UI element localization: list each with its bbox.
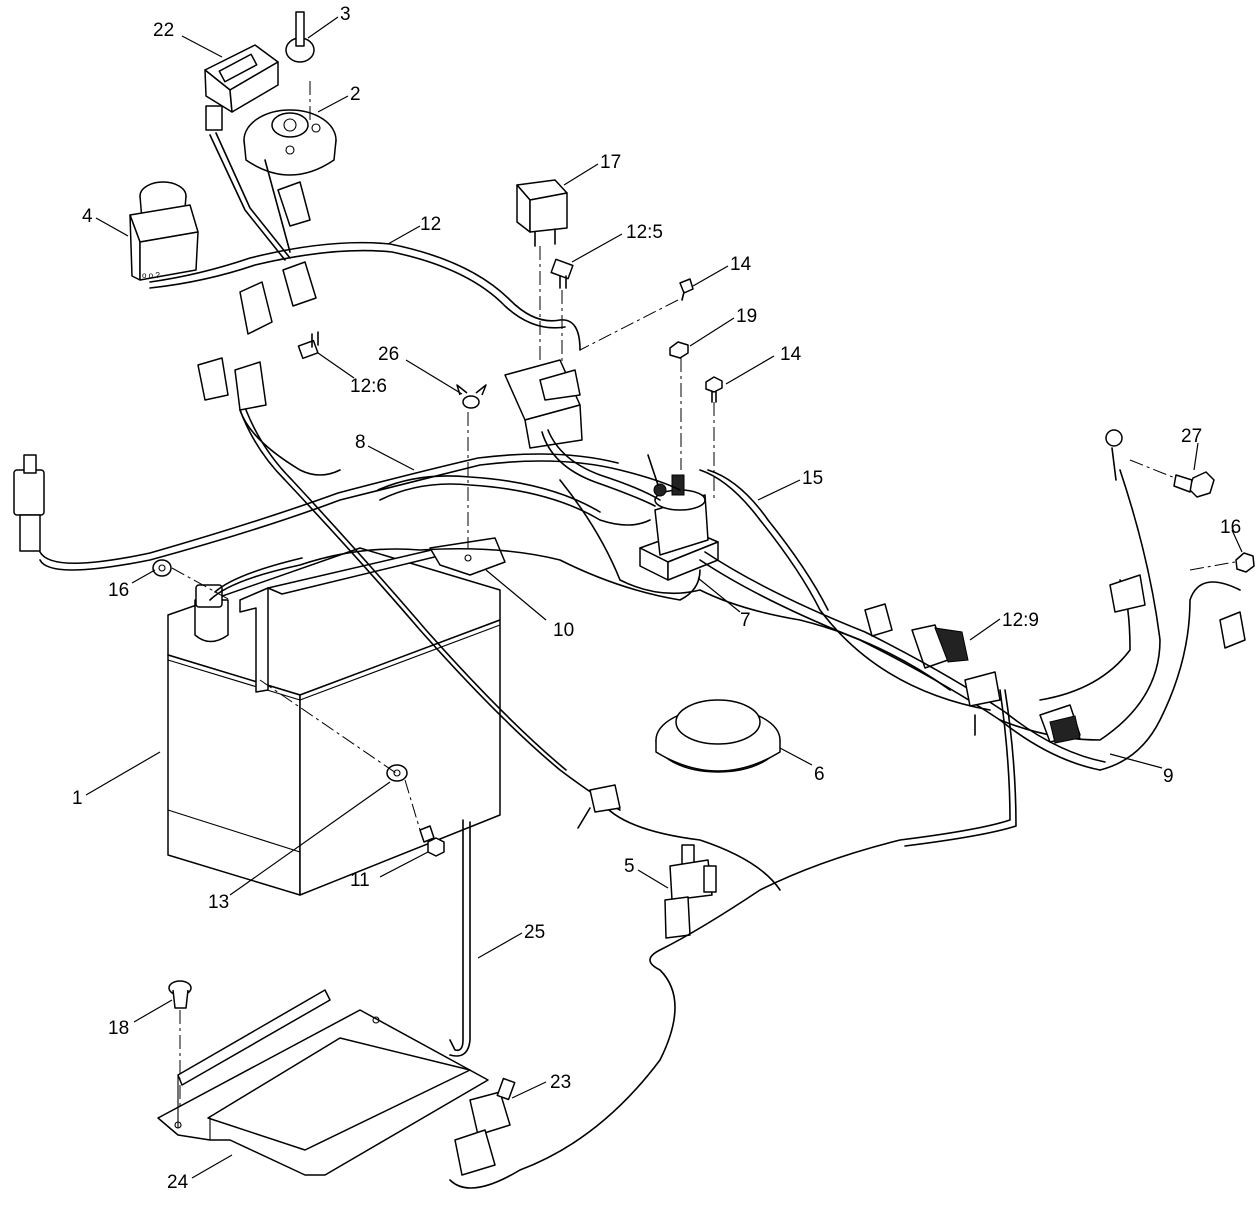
callout-7: 7 xyxy=(740,610,751,631)
callout-12: 12 xyxy=(420,214,441,235)
callout-5: 5 xyxy=(624,856,635,877)
callout-9: 9 xyxy=(1163,766,1174,787)
push-button-part-4: o o ? xyxy=(129,181,199,281)
callout-17: 17 xyxy=(600,152,621,173)
callout-18: 18 xyxy=(108,1018,129,1039)
bolt-part-14-top xyxy=(679,278,694,301)
callout-16-right: 16 xyxy=(1220,517,1241,538)
callout-26: 26 xyxy=(378,344,399,365)
callout-10: 10 xyxy=(553,620,574,641)
callout-14-lower: 14 xyxy=(780,344,802,365)
callout-4: 4 xyxy=(82,206,93,227)
alignment-lines xyxy=(171,80,1236,1110)
nut-part-19 xyxy=(669,341,689,359)
callout-24: 24 xyxy=(167,1172,189,1193)
fuse-part-12-6 xyxy=(297,331,319,360)
solenoid-part-7 xyxy=(639,454,719,581)
seat-switch-part-5 xyxy=(664,844,717,939)
washer-part-13 xyxy=(386,764,408,782)
leader-lines xyxy=(85,16,1243,1179)
switch-part-22 xyxy=(204,44,279,131)
main-harness-part-12 xyxy=(13,132,1246,1189)
callout-14-top: 14 xyxy=(730,254,752,275)
cap-part-6 xyxy=(655,699,781,773)
callout-12-5: 12:5 xyxy=(626,222,663,243)
fuse-part-12-5 xyxy=(550,258,574,289)
battery-tray-part-24 xyxy=(157,989,489,1176)
callout-13: 13 xyxy=(208,892,229,913)
battery-part-1 xyxy=(167,547,501,896)
callout-27: 27 xyxy=(1181,426,1202,447)
relay-part-17 xyxy=(516,179,568,247)
callout-labels: 22 3 2 17 4 12 12:5 14 19 14 26 12:6 8 2… xyxy=(72,4,1241,1193)
switch-part-23 xyxy=(454,1077,516,1176)
bolt-part-27 xyxy=(1173,471,1215,498)
rod-part-25 xyxy=(449,819,471,1057)
ignition-switch-part-2 xyxy=(243,109,337,176)
hold-down-bar-part-10 xyxy=(429,537,506,576)
callout-8: 8 xyxy=(355,432,366,453)
callout-3: 3 xyxy=(340,4,351,25)
connector-part-12-9 xyxy=(911,624,969,669)
bolt-part-14-lower xyxy=(705,376,723,403)
callout-16-left: 16 xyxy=(108,580,129,601)
key-part-3 xyxy=(285,11,315,63)
callout-2: 2 xyxy=(350,84,361,105)
callout-23: 23 xyxy=(550,1072,571,1093)
callout-12-6: 12:6 xyxy=(350,376,387,397)
svg-text:o o ?: o o ? xyxy=(142,271,160,280)
wing-nut-part-26 xyxy=(456,384,487,409)
washer-part-16-left xyxy=(152,559,172,577)
callout-12-9: 12:9 xyxy=(1002,610,1039,631)
callout-15: 15 xyxy=(802,468,823,489)
callout-6: 6 xyxy=(814,764,825,785)
callout-25: 25 xyxy=(524,922,545,943)
callout-19: 19 xyxy=(736,306,757,327)
nut-part-16-right xyxy=(1235,552,1255,573)
push-rivet-part-18 xyxy=(168,980,192,1009)
callout-11: 11 xyxy=(350,870,370,891)
callout-1: 1 xyxy=(72,788,83,809)
callout-22: 22 xyxy=(153,20,174,41)
